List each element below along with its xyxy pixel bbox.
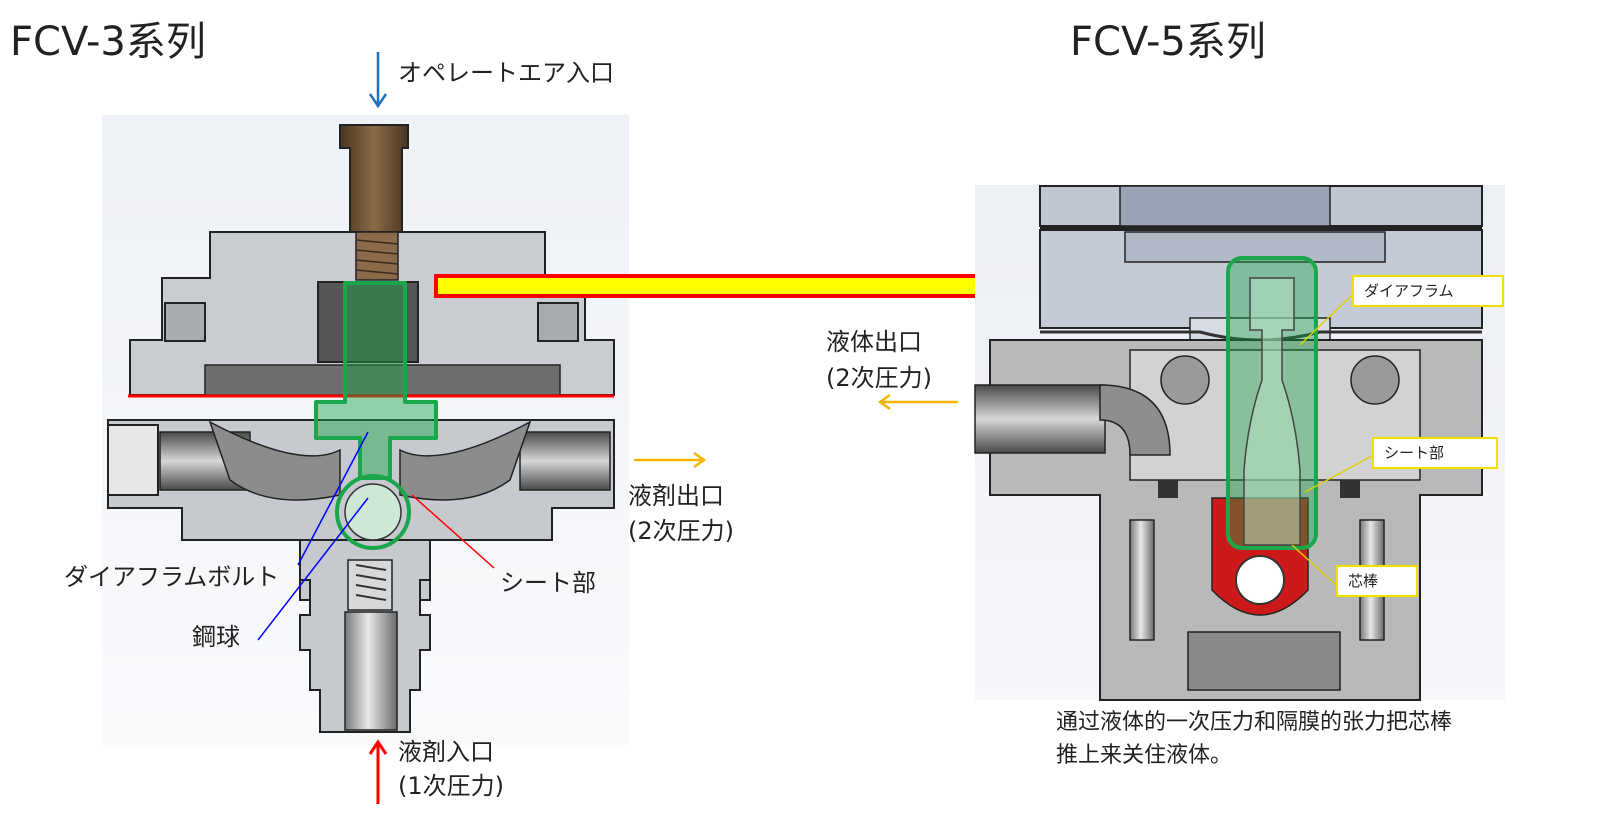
right-diagram-title: FCV-5系列 xyxy=(1070,19,1266,65)
fcv5-cross-section xyxy=(974,185,1505,701)
steel-ball-label: 鋼球 xyxy=(192,623,240,651)
liquid-inlet-arrow xyxy=(368,739,388,804)
air-inlet-arrow xyxy=(368,52,388,109)
fcv5-leader-lines xyxy=(1291,294,1373,586)
left-diagram-title: FCV-3系列 xyxy=(10,19,206,65)
explanation-note-line1: 通过液体的一次压力和隔膜的张力把芯棒 xyxy=(1056,710,1453,735)
left-outlet-label-line2: (2次圧力) xyxy=(628,517,734,545)
fcv3-cross-section xyxy=(102,115,629,745)
explanation-note-line2: 推上来关住液体。 xyxy=(1056,743,1233,768)
fcv3-leader-lines xyxy=(257,431,495,641)
right-seat-label: シート部 xyxy=(1372,437,1498,469)
right-outlet-label-line1: 液体出口 xyxy=(826,328,922,356)
diaphragm-bolt-label: ダイアフラムボルト xyxy=(64,563,280,591)
left-seat-label: シート部 xyxy=(500,569,596,597)
left-outlet-label-line1: 液剤出口 xyxy=(628,482,724,510)
liquid-outlet-arrow-left xyxy=(634,451,707,469)
diaphragm-label: ダイアフラム xyxy=(1352,275,1504,307)
inlet-label-line2: (1次圧力) xyxy=(398,772,504,800)
right-outlet-label-line2: (2次圧力) xyxy=(826,364,932,392)
fcv3-bolt-highlight xyxy=(314,281,438,550)
air-inlet-label: オペレートエア入口 xyxy=(398,59,614,87)
liquid-outlet-arrow-right xyxy=(877,393,958,411)
inlet-label-line1: 液剤入口 xyxy=(398,738,494,766)
core-rod-label: 芯棒 xyxy=(1336,565,1418,597)
fcv5-rod-highlight xyxy=(1226,256,1318,550)
